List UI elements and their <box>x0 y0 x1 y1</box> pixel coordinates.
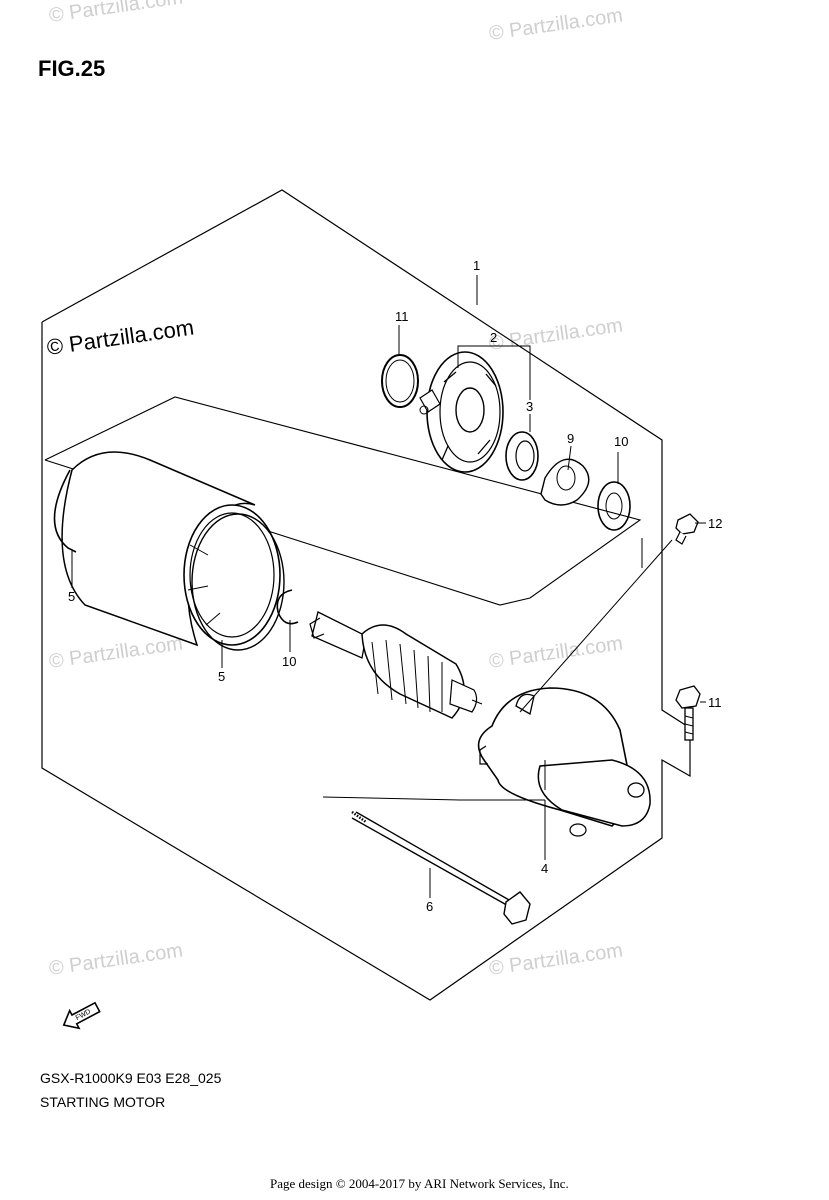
lock-washer-part <box>540 458 590 506</box>
housing-group-outline <box>44 396 642 606</box>
callout-9: 11 <box>395 309 409 324</box>
watermark: © Partzilla.com <box>488 4 625 45</box>
callout-7: 9 <box>567 431 574 446</box>
callout-11: 11 <box>708 695 722 710</box>
callout-1: 1 <box>473 258 480 273</box>
rear-cover-part <box>477 687 651 837</box>
screw-part <box>675 513 699 545</box>
watermark: © Partzilla.com <box>48 939 185 980</box>
o-ring-inner <box>385 359 415 403</box>
callout-5a: 5 <box>68 589 75 604</box>
callout-12: 12 <box>708 516 722 531</box>
watermark-main: © Partzilla.com <box>45 315 195 360</box>
o-ring-part <box>191 513 285 651</box>
watermark: © Partzilla.com <box>48 0 185 27</box>
fwd-arrow-icon: FWD <box>62 1001 101 1030</box>
front-cover-part <box>419 351 504 473</box>
washer-part <box>597 481 631 531</box>
callout-5b: 5 <box>218 669 225 684</box>
watermark: © Partzilla.com <box>488 314 625 355</box>
callout-6: 6 <box>426 899 433 914</box>
callout-2: 2 <box>490 330 497 345</box>
diagram-code: GSX-R1000K9 E03 E28_025 <box>40 1070 222 1086</box>
callout-4: 4 <box>541 861 548 876</box>
o-ring-part <box>381 354 419 408</box>
diagram-caption: STARTING MOTOR <box>40 1094 166 1110</box>
callout-3: 3 <box>526 399 533 414</box>
page-credit: Page design © 2004-2017 by ARI Network S… <box>270 1176 569 1191</box>
assembly-outline <box>41 189 691 1001</box>
circlip-part <box>276 589 299 625</box>
watermark: © Partzilla.com <box>488 632 625 673</box>
callout-8: 10 <box>614 434 628 449</box>
leader-lines <box>71 275 706 898</box>
watermark: © Partzilla.com <box>48 632 185 673</box>
yoke-housing-part <box>61 451 281 647</box>
long-bolt-part <box>351 810 531 925</box>
bolt-part <box>675 685 701 741</box>
bearing-inner <box>515 440 535 472</box>
figure-title: FIG.25 <box>38 56 106 81</box>
armature-part <box>309 611 483 719</box>
bearing-part <box>505 431 539 481</box>
callout-10: 10 <box>282 654 296 669</box>
o-ring-part <box>53 469 77 553</box>
